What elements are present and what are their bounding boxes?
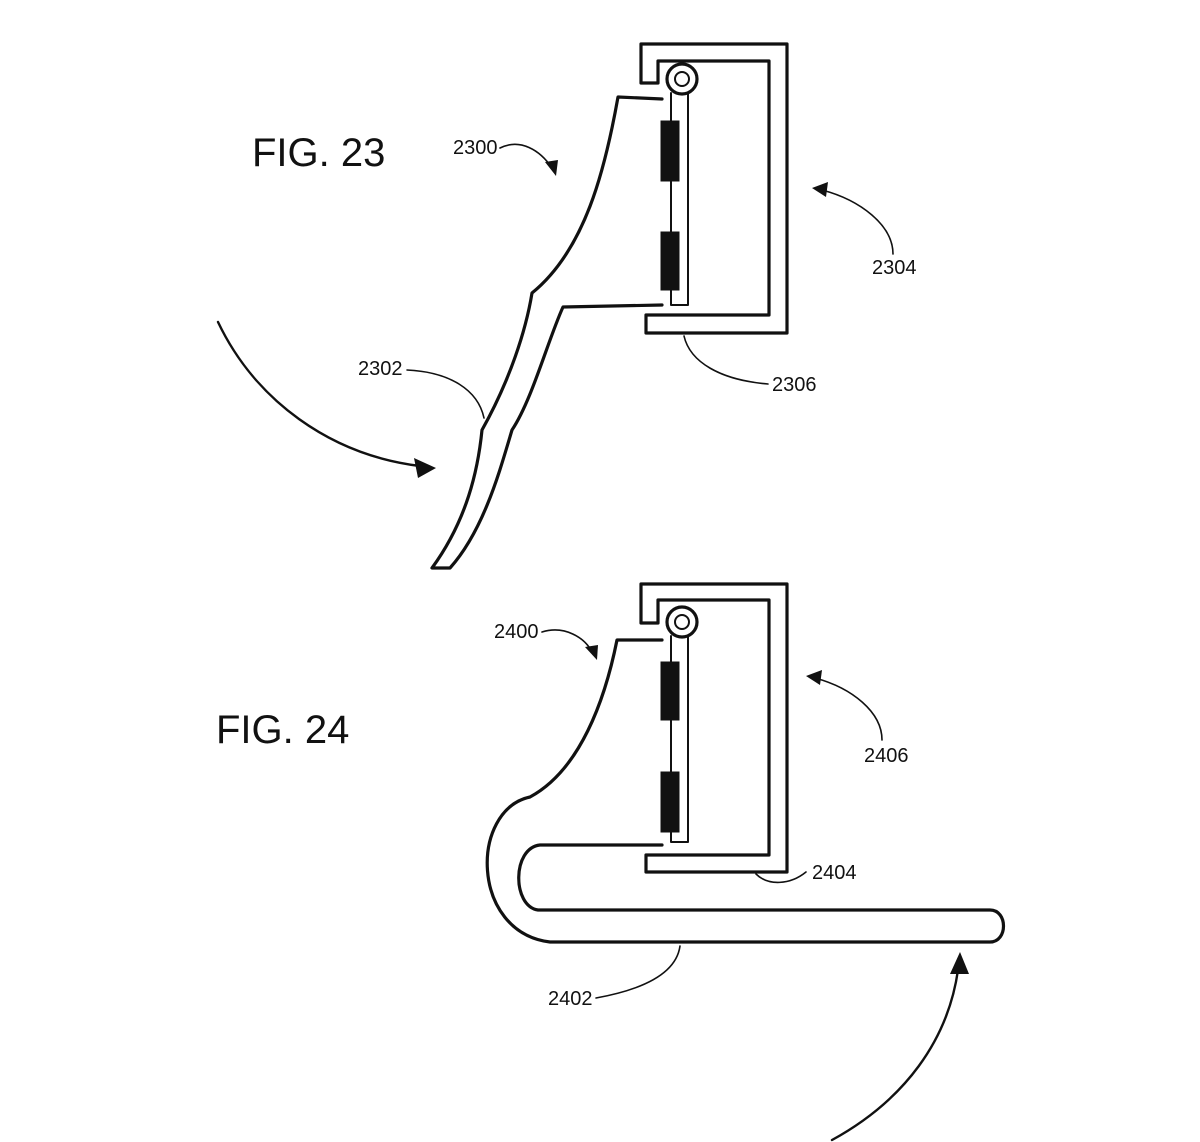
figure-23: FIG. 23 2300 2304 2302 2306 xyxy=(216,42,917,570)
leader-2302 xyxy=(406,369,485,419)
figure-23-title: FIG. 23 xyxy=(252,131,385,175)
leader-2304 xyxy=(821,189,894,255)
fig23-insertion-arrowhead xyxy=(414,458,436,478)
leader-2400 xyxy=(541,629,593,653)
label-2304: 2304 xyxy=(872,257,917,279)
fig23-pivot-roller-inner xyxy=(674,71,690,87)
label-2400: 2400 xyxy=(494,621,539,643)
leader-2406-arrowhead xyxy=(806,670,822,685)
fig23-insertion-arrow xyxy=(216,320,422,468)
fig24-rail-housing xyxy=(639,582,789,874)
fig23-pivot-roller-outer xyxy=(665,62,699,96)
fig23-rail-housing xyxy=(639,42,789,335)
leader-2406 xyxy=(814,677,883,741)
leader-2300 xyxy=(499,143,553,169)
label-2302: 2302 xyxy=(358,358,403,380)
leader-2304-arrowhead xyxy=(812,182,828,197)
fig23-magnet-upper xyxy=(660,120,680,182)
leader-2402 xyxy=(595,945,681,999)
figure-24: FIG. 24 2400 2406 2404 2402 xyxy=(216,582,1005,1142)
fig24-magnet-upper xyxy=(660,661,680,721)
fig23-magnet-lower xyxy=(660,231,680,291)
label-2306: 2306 xyxy=(772,374,817,396)
fig24-pivot-roller-outer xyxy=(665,605,699,639)
fig23-body-with-arm xyxy=(430,95,664,570)
fig24-magnet-lower xyxy=(660,771,680,833)
leader-2306 xyxy=(683,335,769,385)
fig24-insertion-arrow xyxy=(830,968,960,1142)
label-2402: 2402 xyxy=(548,988,593,1010)
fig24-pivot-roller-inner xyxy=(674,614,690,630)
figure-24-title: FIG. 24 xyxy=(216,708,349,752)
leader-2404 xyxy=(755,871,807,884)
label-2300: 2300 xyxy=(453,137,498,159)
label-2406: 2406 xyxy=(864,745,909,767)
label-2404: 2404 xyxy=(812,862,857,884)
leader-2300-arrowhead xyxy=(545,160,558,176)
leader-2400-arrowhead xyxy=(585,645,598,660)
fig24-insertion-arrowhead xyxy=(950,952,969,974)
fig24-body-with-hook xyxy=(485,638,1005,944)
